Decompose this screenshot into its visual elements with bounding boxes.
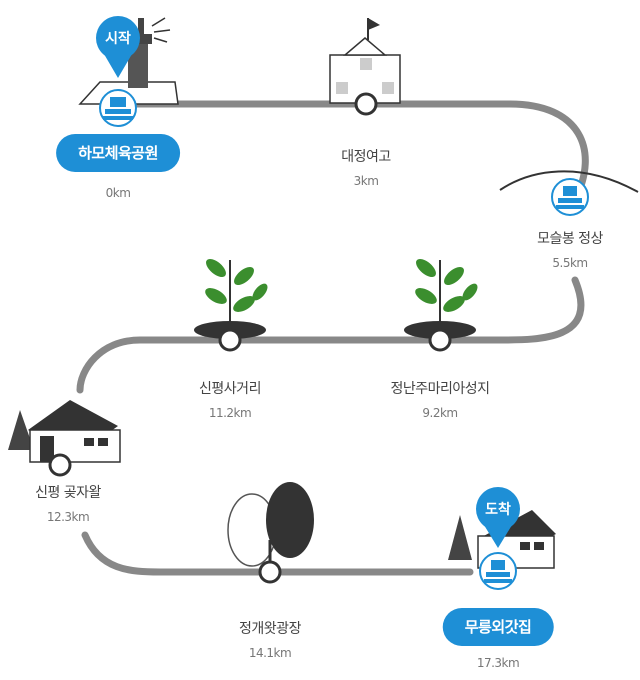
stop-marker [428, 328, 452, 352]
stop-distance: 5.5km [552, 256, 588, 270]
stop-name: 대정여고 [341, 149, 391, 165]
stop-marker [218, 328, 242, 352]
plant-icon [194, 259, 268, 339]
stop-name: 정난주마리아성지 [390, 381, 490, 397]
stop-name: 모슬봉 정상 [537, 231, 603, 247]
start-marker-icon [99, 89, 137, 127]
stop-name: 신평 곶자왈 [35, 485, 101, 501]
end-marker-icon [479, 552, 517, 590]
start-pin-label: 시작 [105, 30, 131, 47]
stop-end-name[interactable]: 무릉외갓집 [442, 608, 554, 646]
stop-end-distance: 17.3km [476, 656, 520, 670]
stop-marker [48, 453, 72, 477]
stop-distance: 3km [353, 174, 379, 188]
hill-icon [499, 170, 639, 193]
summit-marker-icon [551, 178, 589, 216]
stop-start-name[interactable]: 하모체육공원 [56, 134, 180, 172]
stop-marker [258, 560, 282, 584]
house-icon [8, 400, 121, 463]
stop-distance: 12.3km [46, 510, 90, 524]
stop-start-distance: 0km [105, 186, 131, 200]
plant-icon [404, 259, 478, 339]
tree-icon [227, 482, 314, 570]
start-pin-icon: 시작 [96, 16, 140, 78]
stop-distance: 9.2km [422, 406, 458, 420]
stop-name: 신평사거리 [199, 381, 261, 397]
stop-marker [354, 92, 378, 116]
stop-distance: 14.1km [248, 646, 292, 660]
stop-distance: 11.2km [208, 406, 252, 420]
end-pin-label: 도착 [485, 501, 511, 518]
route-path [76, 100, 589, 576]
stop-name: 정개왓광장 [239, 621, 301, 637]
school-icon [329, 18, 401, 104]
end-pin-icon: 도착 [476, 487, 520, 548]
